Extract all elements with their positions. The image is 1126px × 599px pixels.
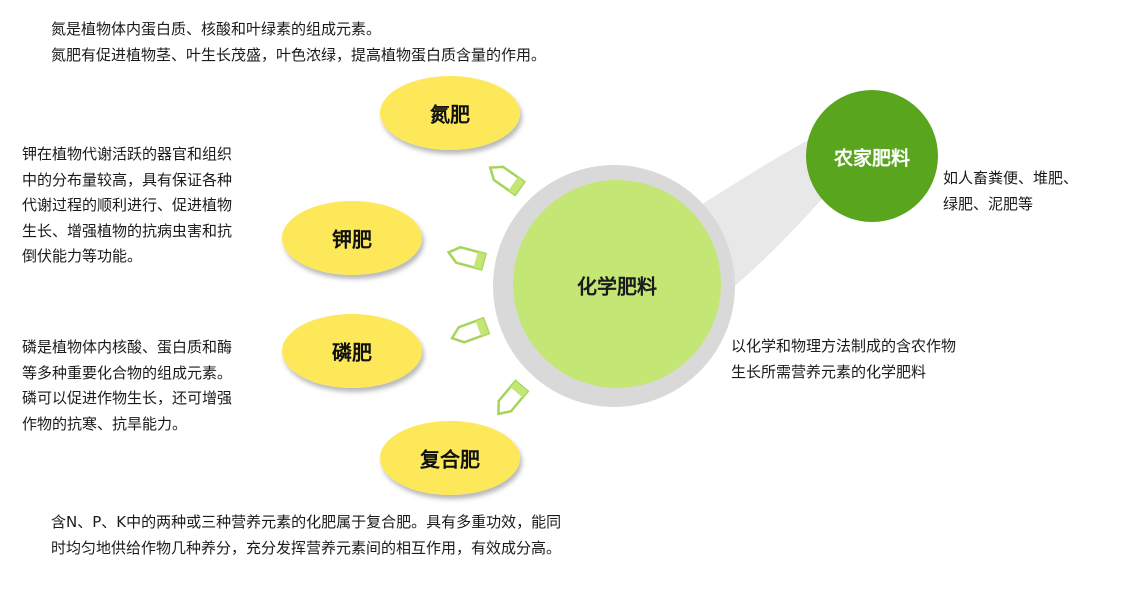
nitrogen-label: 氮肥 [430, 102, 470, 127]
center-label: 化学肥料 [577, 274, 657, 299]
text-line: 如人畜粪便、堆肥、 [943, 169, 1079, 187]
compound-description: 含N、P、K中的两种或三种营养元素的化肥属于复合肥。具有多重功效，能同 时均匀地… [51, 510, 561, 561]
text-line: 生长、增强植物的抗病虫害和抗 [22, 221, 233, 240]
nitrogen-ellipse [380, 76, 520, 150]
text-line: 等多种重要化合物的组成元素。 [22, 363, 233, 382]
chemical-description: 以化学和物理方法制成的含农作物 生长所需营养元素的化学肥料 [731, 334, 956, 385]
text-line: 中的分布量较高，具有保证各种 [22, 170, 233, 189]
text-line: 磷可以促进作物生长，还可增强 [22, 389, 233, 407]
phosphorus-ellipse [282, 314, 422, 388]
compound-label: 复合肥 [420, 447, 480, 472]
nitrogen-description: 氮是植物体内蛋白质、核酸和叶绿素的组成元素。 氮肥有促进植物茎、叶生长茂盛，叶色… [51, 17, 546, 68]
compound-ellipse [380, 421, 520, 495]
text-line: 含N、P、K中的两种或三种营养元素的化肥属于复合肥。具有多重功效，能同 [51, 513, 562, 531]
text-line: 时均匀地供给作物几种养分，充分发挥营养元素间的相互作用，有效成分高。 [51, 538, 562, 557]
farm-description: 如人畜粪便、堆肥、 绿肥、泥肥等 [943, 166, 1078, 217]
farm-circle [806, 90, 938, 222]
potassium-label: 钾肥 [332, 227, 372, 252]
tag-phosphorus [450, 316, 491, 344]
tag-potassium [446, 245, 487, 271]
phosphorus-description: 磷是植物体内核酸、蛋白质和酶 等多种重要化合物的组成元素。 磷可以促进作物生长，… [22, 335, 232, 437]
text-line: 钾在植物代谢活跃的器官和组织 [22, 145, 233, 163]
text-line: 作物的抗寒、抗旱能力。 [22, 414, 188, 433]
center-circle [513, 180, 721, 388]
text-line: 绿肥、泥肥等 [943, 194, 1034, 213]
text-line: 以化学和物理方法制成的含农作物 [731, 337, 957, 355]
potassium-description: 钾在植物代谢活跃的器官和组织 中的分布量较高，具有保证各种 代谢过程的顺利进行、… [22, 142, 232, 270]
tag-nitrogen [488, 165, 527, 197]
tag-compound [497, 379, 530, 416]
text-line: 磷是植物体内核酸、蛋白质和酶 [22, 338, 233, 356]
farm-label: 农家肥料 [833, 147, 911, 170]
text-line: 倒伏能力等功能。 [22, 247, 143, 265]
text-line: 氮是植物体内蛋白质、核酸和叶绿素的组成元素。 [51, 20, 382, 38]
text-line: 氮肥有促进植物茎、叶生长茂盛，叶色浓绿，提高植物蛋白质含量的作用。 [51, 45, 547, 64]
text-line: 代谢过程的顺利进行、促进植物 [22, 196, 233, 214]
phosphorus-label: 磷肥 [332, 340, 372, 365]
potassium-ellipse [282, 201, 422, 275]
text-line: 生长所需营养元素的化学肥料 [731, 362, 927, 381]
